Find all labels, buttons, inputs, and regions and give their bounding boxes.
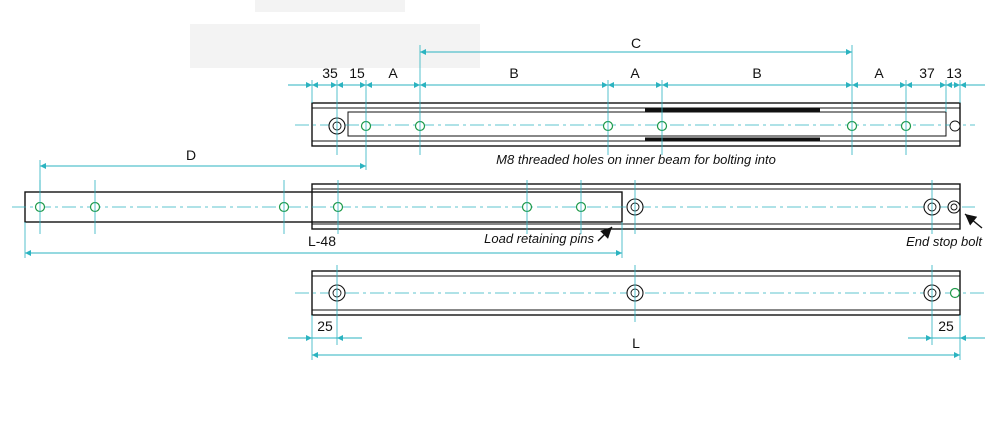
dim-37: 37 (919, 65, 935, 81)
dim-a-1: A (388, 65, 398, 81)
top-beam (295, 102, 975, 147)
dim-d-label: D (186, 147, 196, 163)
background-artifact (190, 24, 480, 68)
dim-l-label: L (632, 335, 640, 351)
load-pins-callout: Load retaining pins (484, 226, 613, 246)
end-stop-hole (949, 120, 961, 132)
background-artifact (255, 0, 405, 12)
dim-13: 13 (946, 65, 962, 81)
dimension-c: C (420, 35, 852, 55)
end-stop-note: End stop bolt (906, 234, 983, 249)
end-stop-bolt-center (950, 203, 958, 211)
load-pins-note: Load retaining pins (484, 231, 594, 246)
dimension-l-48: L-48 (25, 233, 622, 256)
top-beam-holes (328, 117, 961, 135)
dimension-25-right: 25 (908, 318, 985, 341)
dim-a-3: A (874, 65, 884, 81)
dim-c-label: C (631, 35, 641, 51)
dimension-25-left: 25 (288, 318, 362, 341)
top-dimension-row: 35 15 A B A B A 37 13 (288, 65, 985, 88)
dim-b-1: B (509, 65, 518, 81)
dim-a-2: A (630, 65, 640, 81)
dim-35: 35 (322, 65, 338, 81)
middle-center-marks (24, 180, 933, 258)
m8-holes-note: M8 threaded holes on inner beam for bolt… (496, 152, 776, 167)
dim-15: 15 (349, 65, 365, 81)
dimension-d: D (39, 147, 366, 192)
end-hole (949, 287, 961, 299)
inner-beam-extended (12, 191, 975, 223)
dim-25-left: 25 (317, 318, 333, 334)
dim-25-right: 25 (938, 318, 954, 334)
dimension-l: L (312, 335, 960, 358)
dim-l48-label: L-48 (308, 233, 336, 249)
end-stop-callout: End stop bolt (906, 213, 983, 249)
dim-b-2: B (752, 65, 761, 81)
